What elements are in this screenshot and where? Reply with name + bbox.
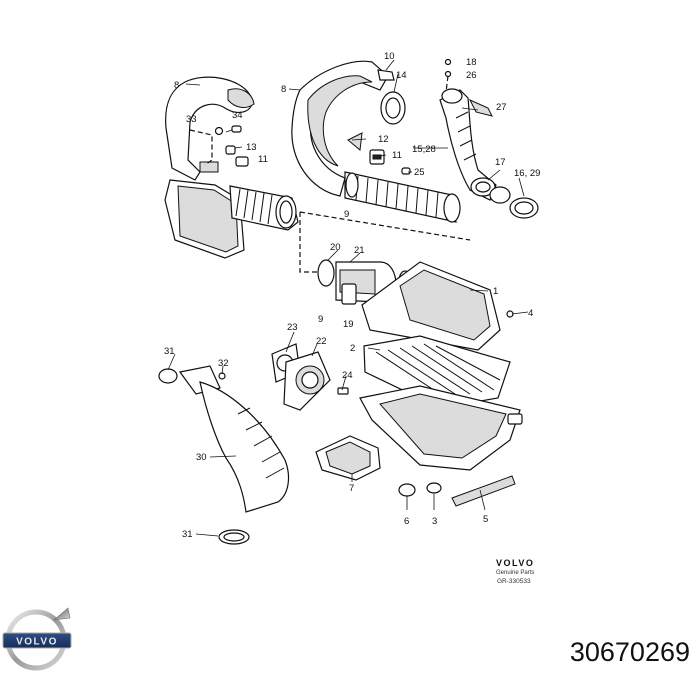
callout-15-28: 15,28 xyxy=(412,144,436,155)
callout-13: 13 xyxy=(246,142,257,153)
callout-2: 2 xyxy=(350,343,355,354)
callout-20: 20 xyxy=(330,242,341,253)
callout-34: 34 xyxy=(232,110,243,121)
air-filter-housing xyxy=(359,261,523,471)
callout-3: 3 xyxy=(432,516,437,527)
brand-subtitle: Genuine Parts xyxy=(496,570,534,576)
callout-19: 19 xyxy=(343,319,354,330)
callout-25: 25 xyxy=(414,167,425,178)
callout-4: 4 xyxy=(528,308,533,319)
callout-30: 30 xyxy=(196,452,207,463)
resonator xyxy=(315,435,381,481)
throttle-body xyxy=(271,343,349,411)
breather-tube xyxy=(439,58,539,219)
callout-9: 9 xyxy=(344,209,349,220)
callout-18: 18 xyxy=(466,57,477,68)
callout-labels: 8 33 34 13 11 8 10 14 18 26 27 12 15,28 … xyxy=(164,51,540,540)
callout-7: 7 xyxy=(349,483,354,494)
grommets-and-seal xyxy=(398,475,516,507)
brand-name: VOLVO xyxy=(496,558,534,568)
callout-14: 14 xyxy=(396,70,407,81)
callout-9: 9 xyxy=(318,314,323,325)
callout-10: 10 xyxy=(384,51,395,62)
callout-5: 5 xyxy=(483,514,488,525)
leader-lines xyxy=(167,59,529,537)
brand-block: VOLVO Genuine Parts GR-330533 xyxy=(496,558,534,585)
svg-text:VOLVO: VOLVO xyxy=(16,637,58,648)
callout-12: 12 xyxy=(378,134,389,145)
callout-33: 33 xyxy=(186,114,197,125)
callout-8: 8 xyxy=(281,84,286,95)
small-parts-middle xyxy=(347,69,411,175)
callout-21: 21 xyxy=(354,245,365,256)
callout-8: 8 xyxy=(174,80,179,91)
callout-26: 26 xyxy=(466,70,477,81)
volvo-logo: VOLVO xyxy=(2,607,72,671)
callout-6: 6 xyxy=(404,516,409,527)
callout-27: 27 xyxy=(496,102,507,113)
routing-lines xyxy=(299,211,471,273)
callout-31: 31 xyxy=(182,529,193,540)
callout-16-29: 16, 29 xyxy=(514,168,540,179)
callout-11: 11 xyxy=(392,150,402,161)
diagram-reference: GR-330533 xyxy=(497,578,531,585)
part-number: 30670269 xyxy=(569,637,690,667)
intake-duct xyxy=(158,365,290,545)
callout-22: 22 xyxy=(316,336,327,347)
callout-24: 24 xyxy=(342,370,353,381)
intake-hose-middle xyxy=(291,60,461,223)
callout-32: 32 xyxy=(218,358,229,369)
intake-hose-left xyxy=(164,76,299,259)
callout-17: 17 xyxy=(495,157,506,168)
callout-31: 31 xyxy=(164,346,175,357)
small-clips-left xyxy=(189,125,249,173)
callout-11: 11 xyxy=(258,154,268,165)
callout-1: 1 xyxy=(493,286,498,297)
callout-23: 23 xyxy=(287,322,298,333)
